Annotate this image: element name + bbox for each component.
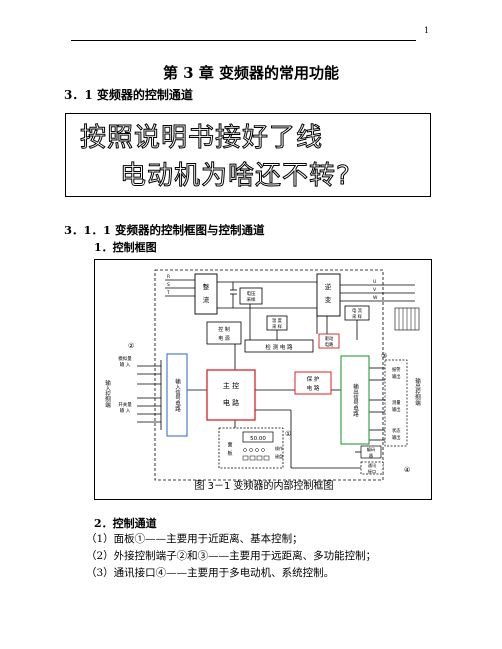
- drive-circuit-label-1: 驱动: [325, 335, 334, 342]
- terminal-s: S: [167, 282, 170, 288]
- output-signal-circuit-label: 输出信号电路: [352, 382, 359, 418]
- list-item: （3）通讯接口④——主要用于多电动机、系统控制。: [86, 567, 335, 579]
- measure-output-label-1: 测量: [392, 399, 401, 406]
- inverter-label-2: 变: [325, 295, 332, 304]
- subheading-control-channels: 2．控制通道: [94, 517, 157, 530]
- figure-caption: 图 3－1 变频器的内部控制框图: [194, 479, 333, 492]
- alarm-output-label-2: 输出: [392, 373, 401, 380]
- circle-3: ③: [381, 352, 387, 360]
- circle-4: ④: [404, 466, 410, 474]
- measure-output-label-2: 输出: [392, 406, 401, 413]
- panel-label-1: 面: [227, 442, 232, 448]
- main-control-label-2: 电 路: [223, 398, 239, 407]
- current-sample-label-1: 电 流: [352, 307, 363, 314]
- drive-circuit-label-2: 电路: [325, 341, 334, 348]
- comm-port-label-2: 接口: [368, 468, 376, 475]
- terminal-w: W: [373, 295, 378, 301]
- temp-sample-label-2: 采 样: [272, 323, 283, 330]
- section-heading-3-1-1: 3．1．1 变频器的控制框图与控制通道: [64, 223, 265, 237]
- switch-input-label-2: 输 入: [120, 407, 131, 414]
- status-output-label-2: 输出: [392, 434, 401, 441]
- terminal-t: T: [166, 290, 170, 296]
- enclosure-dashed: [154, 269, 384, 481]
- rectifier-label-2: 流: [203, 295, 210, 304]
- circle-1: ①: [285, 430, 291, 438]
- banner-box: 按照说明书接好了线 电动机为啥还不转?: [65, 113, 431, 197]
- header-rule: [71, 40, 416, 41]
- rectifier-label-1: 整: [203, 282, 210, 291]
- current-sample-label-2: 采 样: [352, 313, 363, 320]
- list-item: （2）外接控制端子②和③——主要用于远距离、多功能控制；: [86, 550, 377, 562]
- chapter-title: 第 3 章 变频器的常用功能: [162, 64, 340, 82]
- input-signal-circuit-label: 输入信号电路: [174, 377, 181, 413]
- terminal-r: R: [167, 274, 170, 280]
- banner-line-1: 按照说明书接好了线: [79, 123, 324, 154]
- panel-label-2: 板: [227, 450, 232, 457]
- encoder-label-1: 编码: [367, 446, 375, 453]
- comm-port-label-1: 通讯: [368, 462, 377, 469]
- inverter-label-1: 逆: [325, 282, 332, 291]
- input-control-terminals-label: 输入控制端: [104, 379, 111, 409]
- status-output-label-1: 状态: [392, 427, 401, 434]
- block-diagram-svg: 整 流 电压 采样 逆 变 电 流 采 样 温 度 采 样 控 制 电 源 检 …: [104, 269, 421, 492]
- temp-sample-label-1: 温 度: [272, 317, 283, 324]
- voltage-sample-label-1: 电压: [247, 290, 256, 297]
- main-control-label-1: 主 控: [223, 381, 239, 390]
- keys-label-1: 操作: [275, 445, 283, 451]
- figure-control-block-diagram: 整 流 电压 采样 逆 变 电 流 采 样 温 度 采 样 控 制 电 源 检 …: [94, 259, 432, 500]
- control-power-label-1: 控 制: [218, 326, 230, 333]
- terminal-u: U: [373, 279, 376, 285]
- panel-display: 50.00: [250, 436, 266, 442]
- banner-line-2: 电动机为啥还不转?: [120, 161, 351, 192]
- section-heading-3-1: 3．1 变频器的控制通道: [64, 88, 193, 102]
- subheading-block-diagram: 1．控制框图: [94, 241, 157, 254]
- list-item: （1）面板①——主要用于近距离、基本控制；: [86, 533, 303, 545]
- switch-input-label-1: 开关量: [118, 401, 132, 408]
- voltage-sample-label-2: 采样: [247, 296, 256, 303]
- keys-label-2: 键盘: [275, 453, 283, 459]
- alarm-output-label-1: 报警: [392, 366, 401, 373]
- circle-2: ②: [128, 342, 134, 350]
- protect-circuit-label-1: 保 护: [307, 375, 320, 383]
- page-number: 1: [424, 26, 430, 35]
- terminal-v: V: [373, 287, 377, 293]
- analog-input-label-2: 输 入: [120, 361, 131, 368]
- encoder-label-2: 器: [369, 453, 374, 459]
- output-control-terminals-label: 输出控制端: [414, 377, 421, 407]
- protect-circuit-label-2: 电 路: [307, 384, 320, 392]
- analog-input-label-1: 模拟量: [118, 355, 132, 362]
- control-power-label-2: 电 源: [218, 335, 230, 342]
- detect-circuit-label: 检 测 电 路: [265, 343, 293, 351]
